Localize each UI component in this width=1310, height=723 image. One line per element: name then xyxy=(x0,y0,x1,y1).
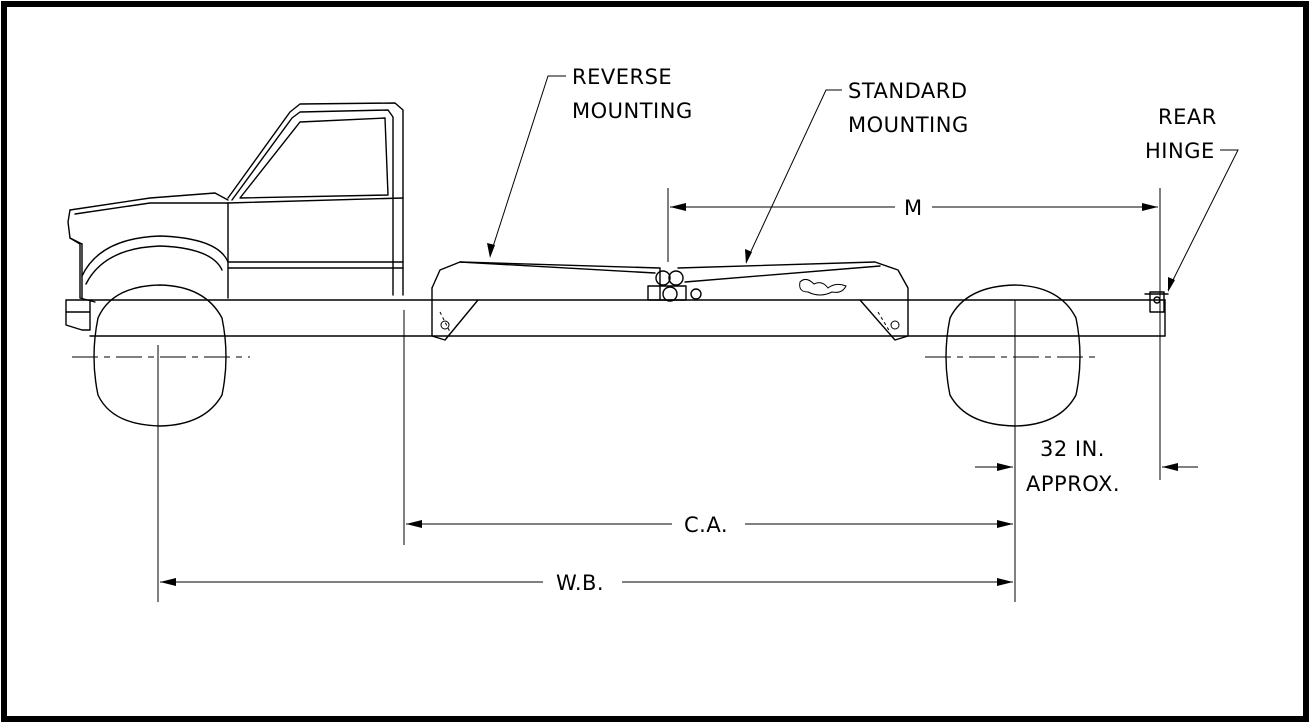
dimension-m xyxy=(670,203,1158,211)
leader-lines xyxy=(487,75,1239,292)
rear-offset-label-line2: APPROX. xyxy=(1026,472,1120,496)
standard-mounting-label-line1: STANDARD xyxy=(848,79,968,103)
dimension-ca xyxy=(406,520,1013,528)
rear-hinge-label-line1: REAR xyxy=(1158,105,1217,129)
rear-hinge-label-line2: HINGE xyxy=(1145,139,1215,163)
dimension-wb xyxy=(160,578,1013,586)
rear-wheel xyxy=(925,284,1100,427)
reverse-mounting-label-line1: REVERSE xyxy=(572,65,672,89)
front-wheel xyxy=(72,284,250,427)
chassis-frame xyxy=(89,299,1166,337)
hoist-assembly xyxy=(431,261,909,341)
dimension-wb-label: W.B. xyxy=(556,571,604,595)
dimension-extension-lines xyxy=(157,188,1161,602)
dimension-ca-label: C.A. xyxy=(684,513,728,537)
truck-cab xyxy=(65,102,404,331)
standard-mounting-label-line2: MOUNTING xyxy=(848,113,969,137)
dimension-rear-offset xyxy=(975,463,1198,471)
reverse-mounting-label-line2: MOUNTING xyxy=(572,99,693,123)
rear-offset-label-line1: 32 IN. xyxy=(1040,437,1105,461)
rear-hinge xyxy=(1144,291,1169,313)
dimension-m-label: M xyxy=(904,196,923,220)
